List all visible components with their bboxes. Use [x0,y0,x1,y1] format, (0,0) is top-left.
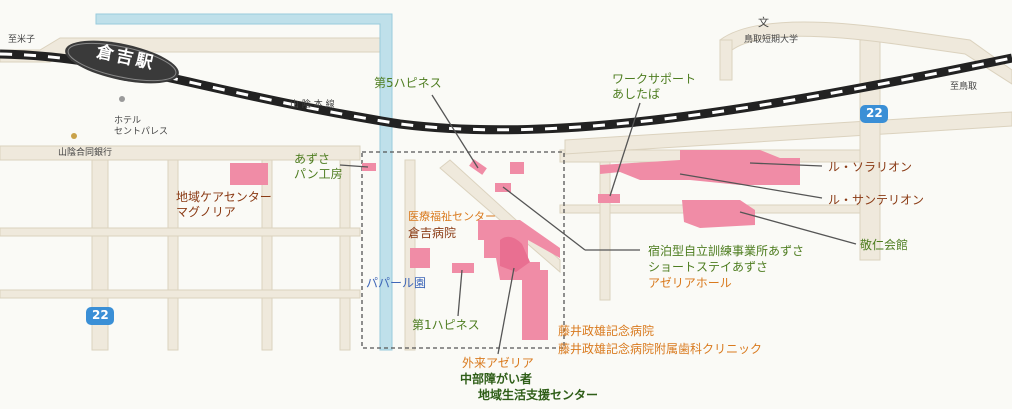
route22-number-west: 22 [92,308,109,322]
label-azusa-bakery: あずさ パン工房 [294,152,343,181]
label-chubu-center-2: 地域生活支援センター [478,388,599,402]
street-b [261,159,273,351]
focus-area-border [361,151,565,349]
label-fujii-hospital: 藤井政雄記念病院 [558,324,655,338]
building-solarion [600,150,800,185]
building-fujii-hospital [522,270,548,340]
street-c [339,159,351,351]
label-hotel: ホテル セントパレス [114,116,169,138]
road-college-v [719,39,733,81]
label-short-stay: ショートステイあずさ [648,260,769,274]
station-badge [65,40,179,84]
route22-east [859,39,881,261]
label-solarion: ル・ソラリオン [828,160,913,174]
label-papal: パパール園 [366,276,427,290]
hotel-marker [119,96,125,102]
building-papal [410,248,430,268]
road-main-west [0,145,361,161]
building-happiness1 [452,263,474,273]
label-azalea-hall: アゼリアホール [648,276,732,290]
street-h1 [0,227,361,237]
label-happiness1: 第1ハピネス [412,318,480,332]
route22-shield-west [86,307,114,325]
street-v-east [599,161,611,301]
bank-marker [71,133,77,139]
label-bank: 山陰合同銀行 [58,148,113,158]
building-azusa-bakery [362,163,376,171]
building-work-support [598,194,620,203]
building-community-care [230,163,268,185]
label-shukuhaku: 宿泊型自立訓練事業所あずさ [648,244,805,258]
street-h2 [0,289,361,299]
route22-number-east: 22 [866,106,883,120]
leader-lines [339,94,857,355]
label-to-yonago: 至米子 [8,35,36,45]
label-railway: 山 陰 本 線 [290,100,335,110]
label-medical-center: 医療福祉センター [408,210,496,223]
label-chubu-center-1: 中部障がい者 [460,372,533,386]
label-keijin: 敬仁会館 [860,238,909,252]
route22-west [91,159,109,351]
building-keijin [682,200,755,228]
label-outpatient-azalea: 外来アゼリア [462,356,534,370]
road-college [719,21,1012,85]
buildings [230,150,800,340]
label-work-support: ワークサポート あしたば [612,72,697,101]
label-college: 鳥取短期大学 [744,35,799,45]
label-community-care: 地域ケアセンター マグノリア [176,190,272,219]
building-shukuhaku [510,162,524,174]
college-icon: 文 [758,16,769,29]
route22-shield-east [860,105,888,123]
label-fujii-dental: 藤井政雄記念病院附属歯科クリニック [558,342,763,356]
label-happiness5: 第5ハピネス [374,76,442,90]
label-santerion: ル・サンテリオン [828,193,925,207]
street-a [167,159,179,351]
label-to-tottori: 至鳥取 [950,82,978,92]
river [95,13,393,351]
label-kurayoshi-hospital: 倉吉病院 [408,226,457,240]
building-outpatient-azalea [500,236,530,272]
